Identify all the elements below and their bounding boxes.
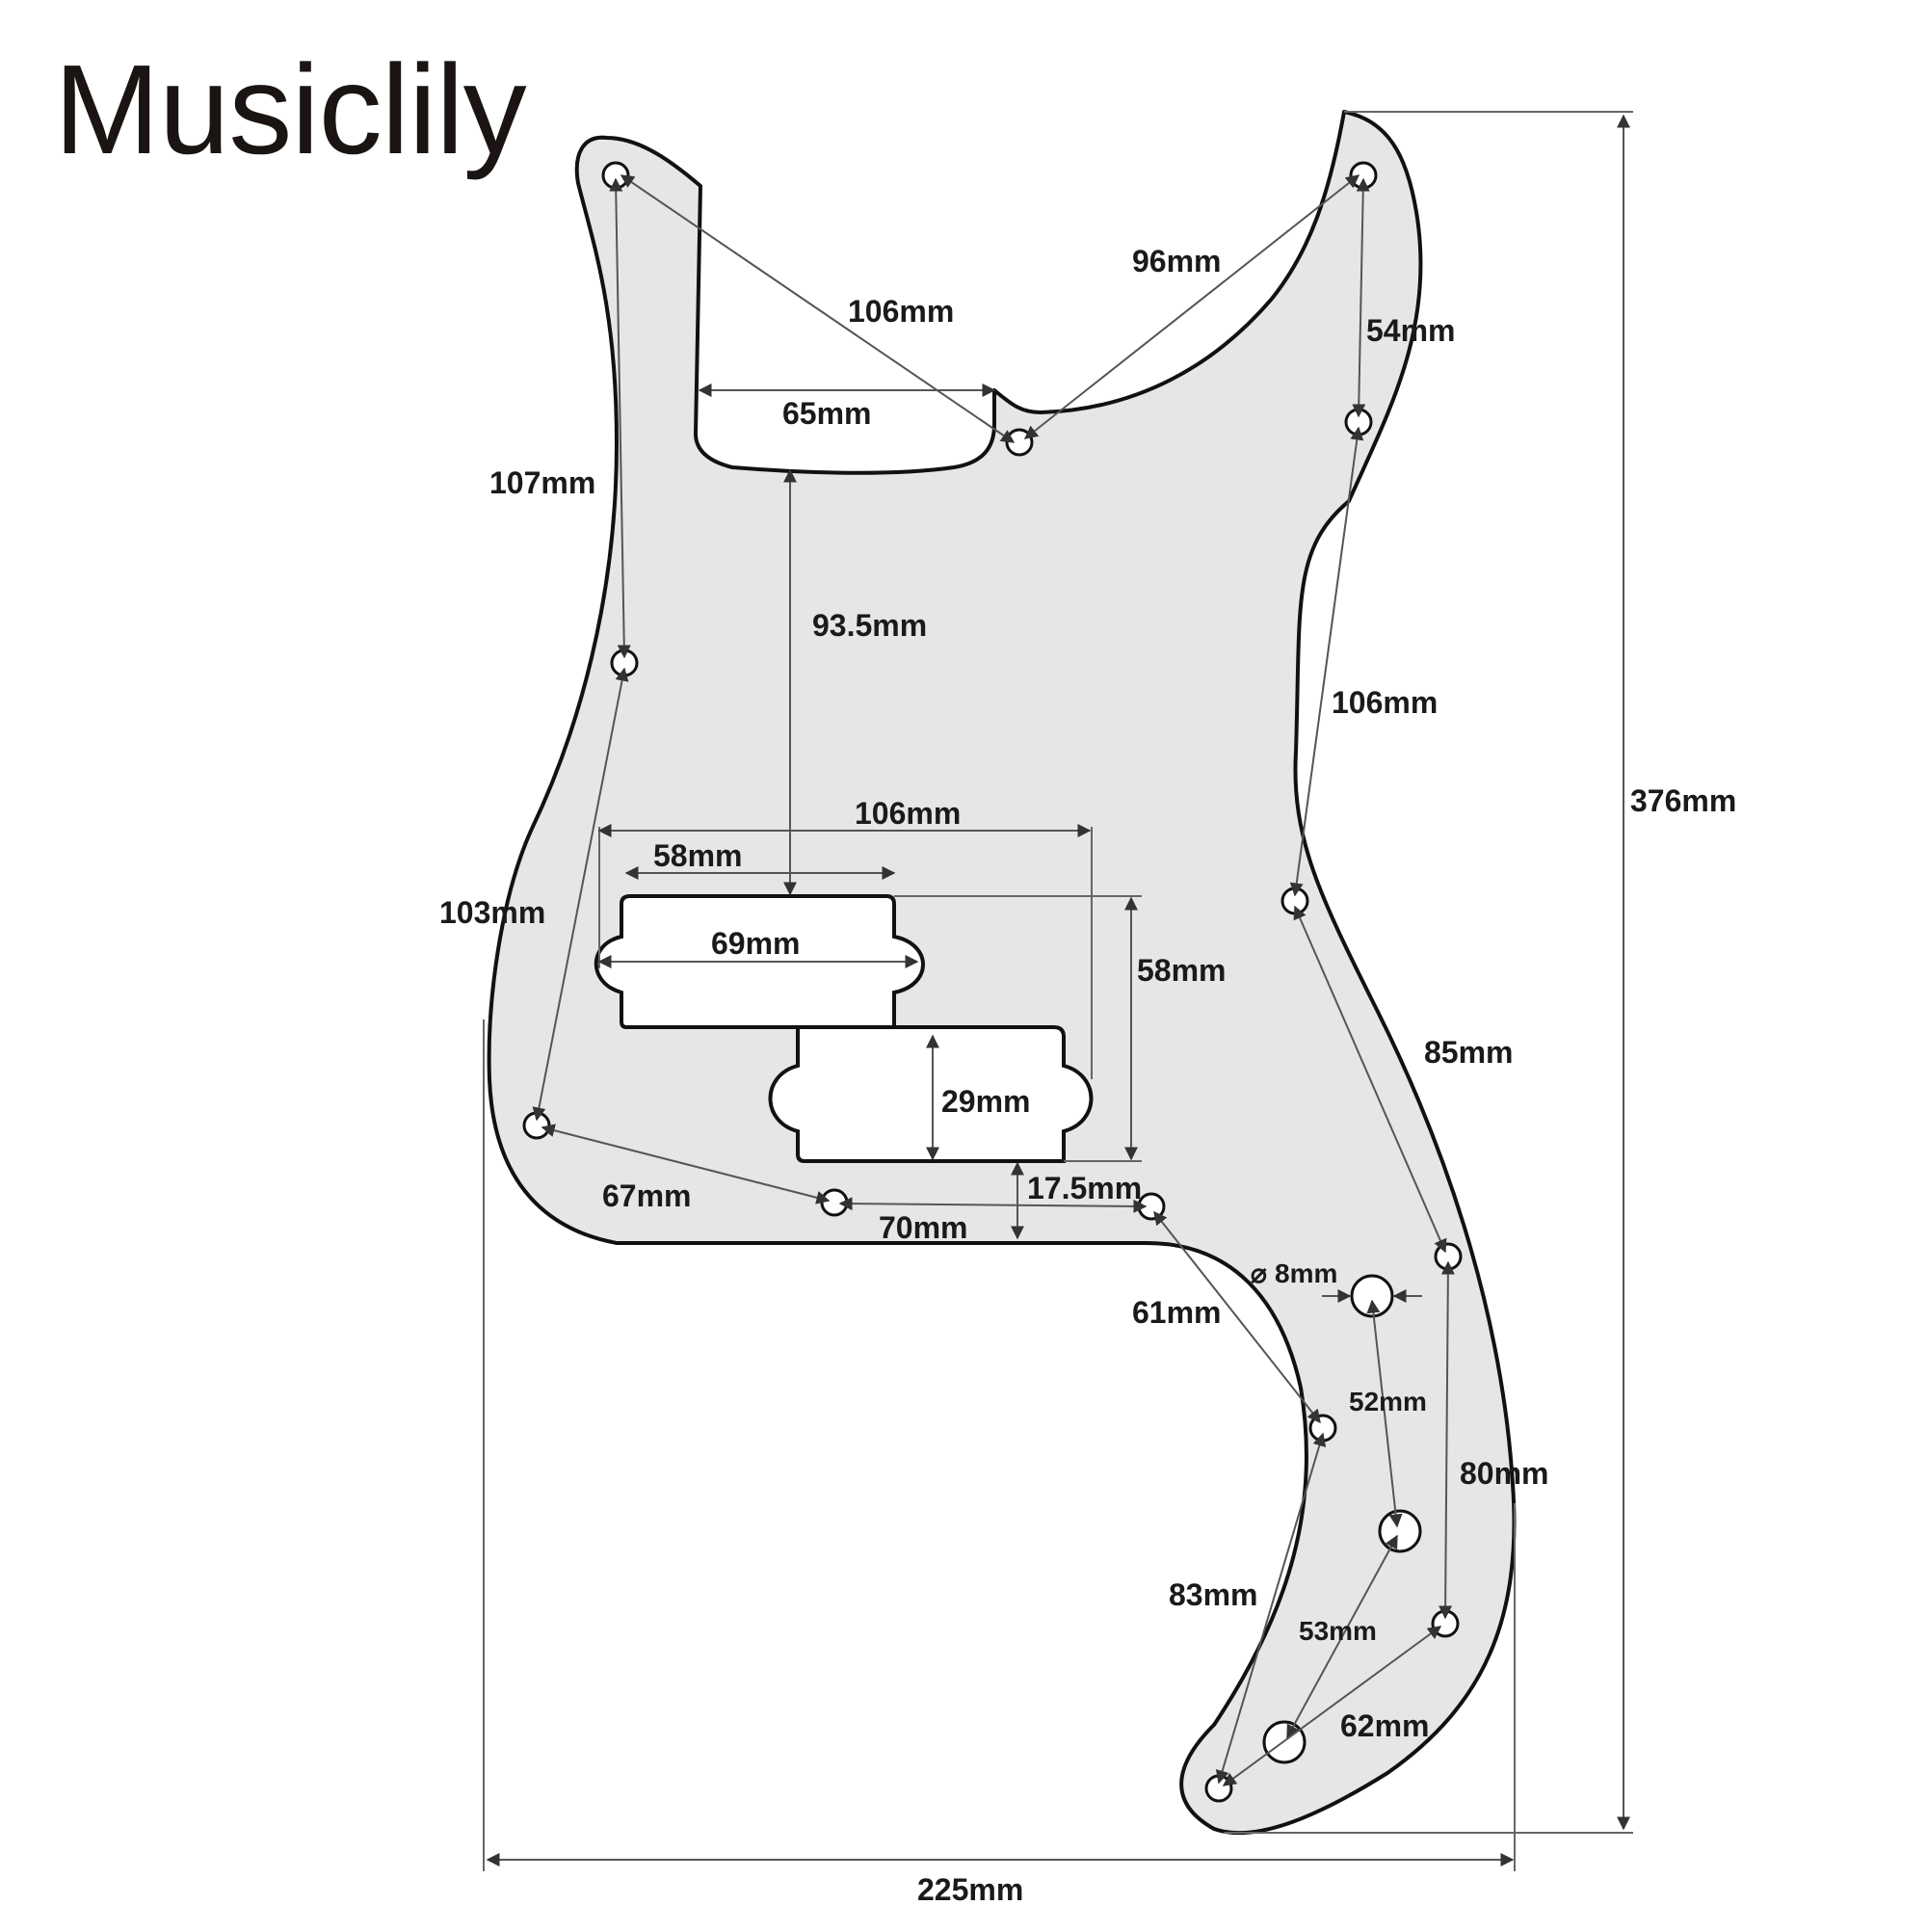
dim-line [620,174,1016,443]
label-right-tail-holes: 80mm [1460,1456,1549,1491]
dim-line [1439,1260,1455,1620]
dim-line [1023,174,1360,439]
label-jack-diameter-symbol: ⌀ [1251,1258,1267,1288]
dimension-lines [486,114,1630,1866]
label-pickup-to-edge: 17.5mm [1027,1171,1142,1205]
label-bottom-mid-holes: 70mm [879,1210,968,1245]
measurement-labels: 106mm 96mm 54mm 65mm 107mm 93.5mm 106mm … [439,244,1736,1907]
dim-line [609,177,631,659]
label-overall-height: 376mm [1630,783,1736,818]
label-pickup-height: 58mm [1137,953,1227,988]
label-right-upper-holes: 54mm [1366,313,1456,348]
label-horn-hole-span: 96mm [1132,244,1222,278]
label-right-mid-holes: 106mm [1332,685,1438,720]
pot-hole [1378,1509,1422,1553]
label-diagonal-holes: 61mm [1132,1295,1222,1330]
label-neck-pocket-width: 65mm [782,396,872,431]
screw-hole [820,1188,849,1217]
dim-line [1366,1299,1403,1528]
label-bottom-left-holes: 67mm [602,1178,692,1213]
label-left-lower-holes: 103mm [439,895,545,930]
label-pickup-coil-width: 69mm [711,926,801,961]
jack-hole [1350,1274,1394,1318]
dim-line [1153,1210,1321,1424]
extension-lines [483,111,1633,1871]
label-pickup-upper-width: 58mm [653,838,743,873]
pickup-cavity-lower [768,1025,1094,1163]
dim-line [1222,1626,1442,1786]
dim-line [541,1124,831,1204]
dim-line [532,667,629,1122]
dim-line [1352,177,1370,418]
dim-line [838,1197,1148,1213]
label-tail-left-holes: 83mm [1169,1577,1258,1612]
label-overall-width: 225mm [917,1872,1023,1907]
label-jack-diameter: 8mm [1275,1258,1337,1288]
label-tail-bottom-holes: 62mm [1340,1708,1430,1743]
label-tail-pot-spacing: 53mm [1299,1616,1377,1646]
screw-hole [1005,428,1034,457]
label-pocket-to-pickup: 93.5mm [812,608,927,643]
dim-line [1289,426,1364,897]
dim-line [1293,905,1447,1254]
label-pickup-total-width: 106mm [855,796,961,831]
label-pot-spacing: 52mm [1349,1387,1427,1416]
label-left-upper-holes: 107mm [489,465,595,500]
label-lower-coil-height: 29mm [941,1084,1031,1119]
label-top-hole-span: 106mm [848,294,954,329]
label-right-lower-holes: 85mm [1424,1035,1514,1070]
brand-logo: Musiclily [54,39,527,180]
